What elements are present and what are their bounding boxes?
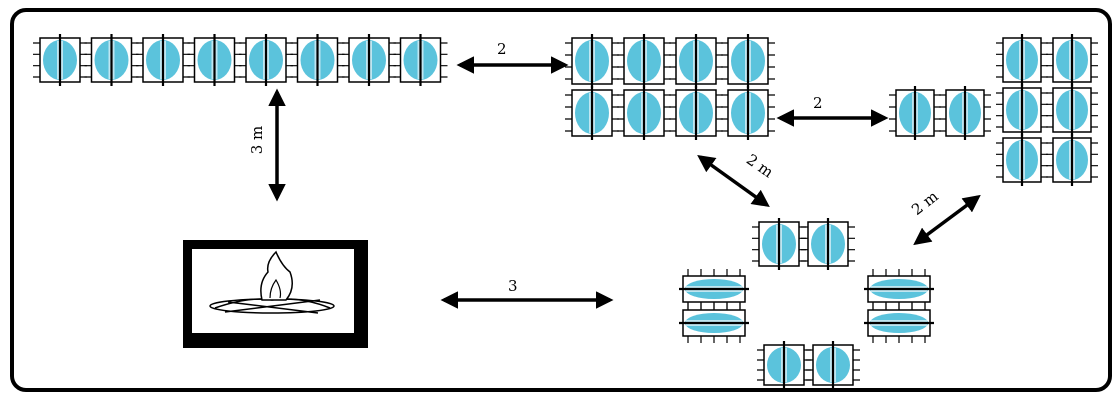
tent-icon	[393, 34, 448, 86]
tent-icon	[721, 34, 775, 88]
tent-icon	[84, 34, 139, 86]
tent-icon	[996, 84, 1048, 136]
tent-icon	[1046, 84, 1098, 136]
label-fire-to-ring: 3	[508, 277, 518, 295]
label-row-to-grid: 2	[497, 40, 507, 58]
tent-icon	[996, 134, 1048, 186]
tent-icon	[939, 86, 991, 140]
tent-icon	[617, 86, 671, 140]
tent-icon	[757, 341, 811, 389]
tent-icon	[679, 269, 749, 309]
tent-icon	[187, 34, 242, 86]
double-arrow-icon	[913, 194, 981, 246]
tent-icon	[136, 34, 190, 86]
tent-icon	[617, 34, 671, 88]
arrows	[268, 56, 981, 309]
tent-icon	[801, 218, 855, 270]
label-row-to-fire: 3 m	[248, 126, 266, 155]
tent-icon	[669, 86, 723, 140]
tent-icon	[33, 34, 87, 86]
campfire-icon	[209, 250, 335, 314]
tent-icon	[996, 34, 1048, 86]
tent-icon	[864, 269, 934, 309]
tent-icon	[342, 34, 396, 86]
tent-icon	[864, 303, 934, 343]
tent-icon	[290, 34, 345, 86]
tent-icon	[565, 34, 619, 88]
tent-icon	[669, 34, 723, 88]
tent-icon	[565, 86, 619, 140]
tent-ring-bottom-right	[679, 218, 934, 389]
tent-icon	[806, 341, 860, 389]
tent-grid-top-middle	[565, 34, 775, 140]
tent-group-top-right	[889, 34, 1098, 186]
tent-icon	[239, 34, 293, 86]
tent-icon	[889, 86, 941, 140]
tent-icon	[679, 303, 749, 343]
tent-icon	[1046, 34, 1098, 86]
campfire-box	[183, 240, 368, 348]
double-arrow-icon	[697, 154, 770, 208]
tent-icon	[721, 86, 775, 140]
tent-row-top-left	[33, 34, 448, 86]
label-grid-to-right: 2	[813, 94, 823, 112]
tent-icon	[1046, 134, 1098, 186]
tent-icon	[752, 218, 806, 270]
